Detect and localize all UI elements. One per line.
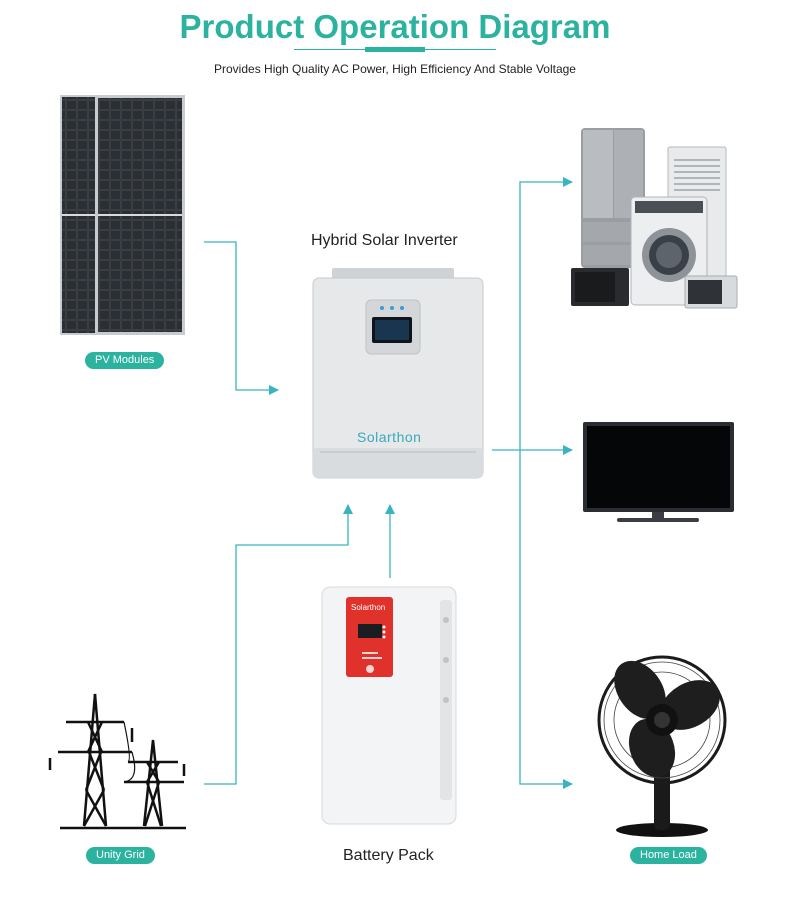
pv-modules-badge: PV Modules [85, 352, 165, 369]
battery-image [321, 586, 457, 825]
page-title: Product Operation Diagram [179, 8, 611, 45]
battery-brand-logo: Solarthon [351, 603, 386, 612]
inverter-image [312, 268, 484, 479]
tv-image [583, 422, 734, 522]
arrow-inverter-to-appliances [492, 177, 573, 451]
home-load-badge: Home Load [630, 847, 707, 864]
inverter-brand-logo: Solarthon [357, 429, 422, 445]
pv-panel-image [60, 95, 185, 335]
grid-badge: Unity Grid [86, 847, 155, 864]
appliances-image [571, 128, 738, 309]
fan-image [597, 655, 727, 837]
flow-arrows [204, 177, 573, 789]
page-subtitle: Provides High Quality AC Power, High Eff… [214, 62, 576, 76]
battery-label: Battery Pack [343, 847, 434, 864]
power-tower-icon [48, 693, 186, 830]
arrow-pv-to-inverter [204, 241, 279, 395]
inverter-label: Hybrid Solar Inverter [311, 232, 458, 249]
arrow-grid-to-inverter [204, 504, 353, 785]
title-accent-bar [365, 47, 425, 52]
arrow-inverter-to-fan [519, 450, 573, 789]
